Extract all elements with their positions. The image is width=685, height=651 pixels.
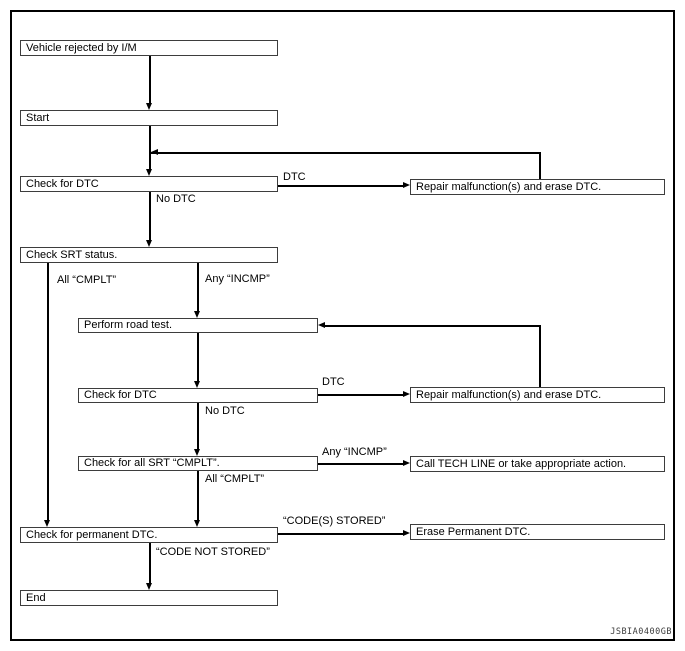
arrowhead-left: [151, 149, 158, 155]
node-check-dtc-1: Check for DTC: [20, 176, 278, 192]
arrowhead-down: [194, 311, 200, 318]
edge-label-code-not-stored: “CODE NOT STORED”: [156, 546, 270, 558]
edge-label-no-dtc-1: No DTC: [156, 193, 196, 205]
arrowhead-down: [194, 520, 200, 527]
node-check-srt-status: Check SRT status.: [20, 247, 278, 263]
node-perform-road-test: Perform road test.: [78, 318, 318, 333]
node-label: Check SRT status.: [26, 248, 118, 261]
arrowhead-down: [146, 583, 152, 590]
edge-any-incmp-1: [197, 263, 199, 311]
edge-no-dtc-2: [197, 403, 199, 449]
arrowhead-down: [44, 520, 50, 527]
node-check-all-srt-cmplt: Check for all SRT “CMPLT”.: [78, 456, 318, 471]
node-end: End: [20, 590, 278, 606]
edge-feedback-2-vertical: [539, 325, 541, 387]
edge-roadtest-to-check-dtc-2: [197, 333, 199, 381]
node-check-dtc-2: Check for DTC: [78, 388, 318, 403]
edge-label-any-incmp-2: Any “INCMP”: [322, 446, 387, 458]
edge-start-to-check-dtc-1: [149, 126, 151, 170]
node-label: End: [26, 591, 46, 604]
node-label: Check for all SRT “CMPLT”.: [84, 457, 220, 469]
node-label: Repair malfunction(s) and erase DTC.: [416, 180, 602, 193]
edge-feedback-1-horizontal: [150, 152, 540, 154]
edge-feedback-2-horizontal: [325, 325, 540, 327]
arrowhead-right: [403, 460, 410, 466]
edge-label-dtc-2: DTC: [322, 376, 345, 388]
edge-dtc-1: [278, 185, 404, 187]
edge-codes-stored: [278, 533, 404, 535]
node-label: Call TECH LINE or take appropriate actio…: [416, 457, 627, 470]
edge-all-cmplt-1: [47, 263, 49, 520]
edge-dtc-2: [318, 394, 404, 396]
node-erase-permanent-dtc: Erase Permanent DTC.: [410, 524, 665, 540]
arrowhead-down: [146, 169, 152, 176]
arrowhead-right: [403, 391, 410, 397]
arrowhead-down: [146, 240, 152, 247]
edge-label-all-cmplt-2: All “CMPLT”: [205, 473, 265, 485]
node-label: Check for DTC: [84, 389, 157, 401]
node-start: Start: [20, 110, 278, 126]
node-call-tech-line: Call TECH LINE or take appropriate actio…: [410, 456, 665, 472]
edge-label-no-dtc-2: No DTC: [205, 405, 245, 417]
node-label: Start: [26, 111, 50, 124]
edge-vehicle-to-start: [149, 56, 151, 104]
node-label: Check for DTC: [26, 177, 99, 190]
edge-label-all-cmplt-1: All “CMPLT”: [57, 274, 117, 286]
node-repair-erase-dtc-1: Repair malfunction(s) and erase DTC.: [410, 179, 665, 195]
node-label: Repair malfunction(s) and erase DTC.: [416, 388, 602, 401]
arrowhead-left: [318, 322, 325, 328]
edge-no-dtc-1: [149, 192, 151, 240]
edge-any-incmp-2: [318, 463, 404, 465]
figure-code: JSBIA0400GB: [610, 627, 672, 637]
arrowhead-down: [194, 381, 200, 388]
node-check-permanent-dtc: Check for permanent DTC.: [20, 527, 278, 543]
arrowhead-down: [194, 449, 200, 456]
edge-code-not-stored: [149, 543, 151, 583]
edge-all-cmplt-2: [197, 471, 199, 520]
arrowhead-right: [403, 182, 410, 188]
edge-feedback-1-vertical: [539, 152, 541, 179]
node-label: Check for permanent DTC.: [26, 528, 158, 541]
node-label: Vehicle rejected by I/M: [26, 41, 137, 54]
arrowhead-down: [146, 103, 152, 110]
node-label: Perform road test.: [84, 319, 173, 331]
node-repair-erase-dtc-2: Repair malfunction(s) and erase DTC.: [410, 387, 665, 403]
edge-label-any-incmp-1: Any “INCMP”: [205, 273, 270, 285]
diagram-frame: [10, 10, 675, 641]
arrowhead-right: [403, 530, 410, 536]
node-label: Erase Permanent DTC.: [416, 525, 531, 538]
edge-label-codes-stored: “CODE(S) STORED”: [283, 515, 386, 527]
edge-label-dtc-1: DTC: [283, 171, 306, 183]
node-vehicle-rejected: Vehicle rejected by I/M: [20, 40, 278, 56]
